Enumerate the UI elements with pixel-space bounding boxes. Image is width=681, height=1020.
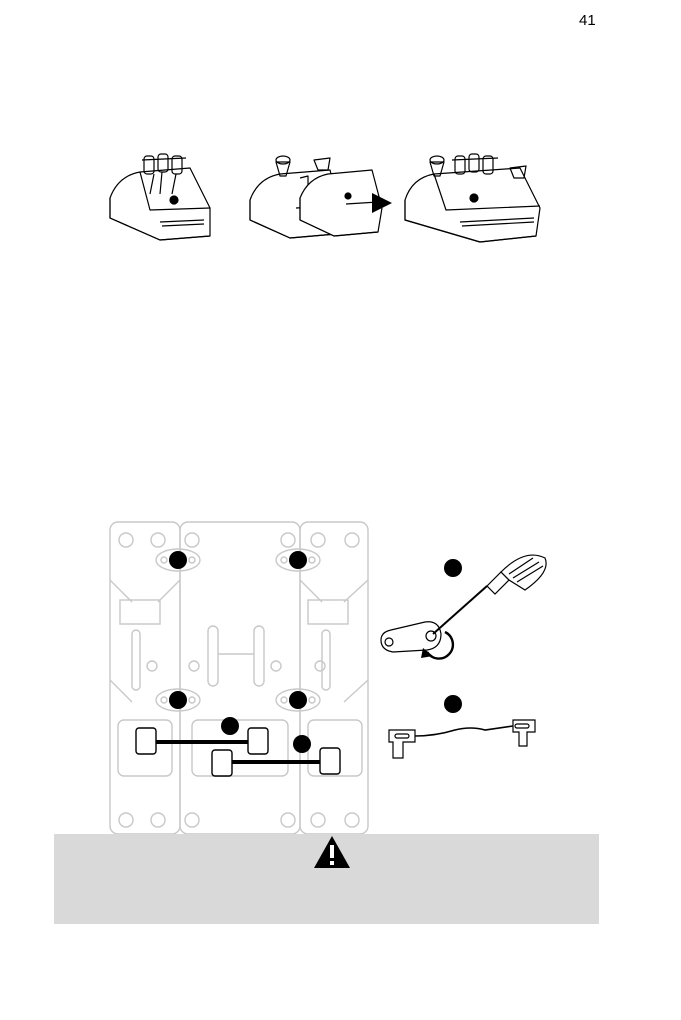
screw-marker-icon xyxy=(289,551,307,569)
screw-marker-icon xyxy=(289,691,307,709)
connector-icon xyxy=(320,748,340,774)
connector-icon xyxy=(136,728,156,754)
throttle-addon-icon xyxy=(300,158,382,236)
screw-marker-icon xyxy=(169,691,187,709)
page-number: 41 xyxy=(579,12,596,29)
screwdriver-illustration xyxy=(375,550,555,670)
throttle-modules-illustration xyxy=(100,148,550,248)
throttle-unit-icon xyxy=(110,154,210,240)
connector-icon xyxy=(248,728,268,754)
warning-box xyxy=(54,834,599,924)
callout-marker-icon xyxy=(221,717,239,735)
connector-icon xyxy=(212,750,232,776)
cable-illustration xyxy=(385,690,545,760)
throttle-combined-icon xyxy=(405,154,540,242)
warning-triangle-icon xyxy=(312,834,352,870)
baseplate-illustration xyxy=(108,520,370,836)
callout-marker-icon xyxy=(444,559,462,577)
callout-marker-icon xyxy=(293,735,311,753)
callout-marker-icon xyxy=(444,695,462,713)
screw-marker-icon xyxy=(169,551,187,569)
